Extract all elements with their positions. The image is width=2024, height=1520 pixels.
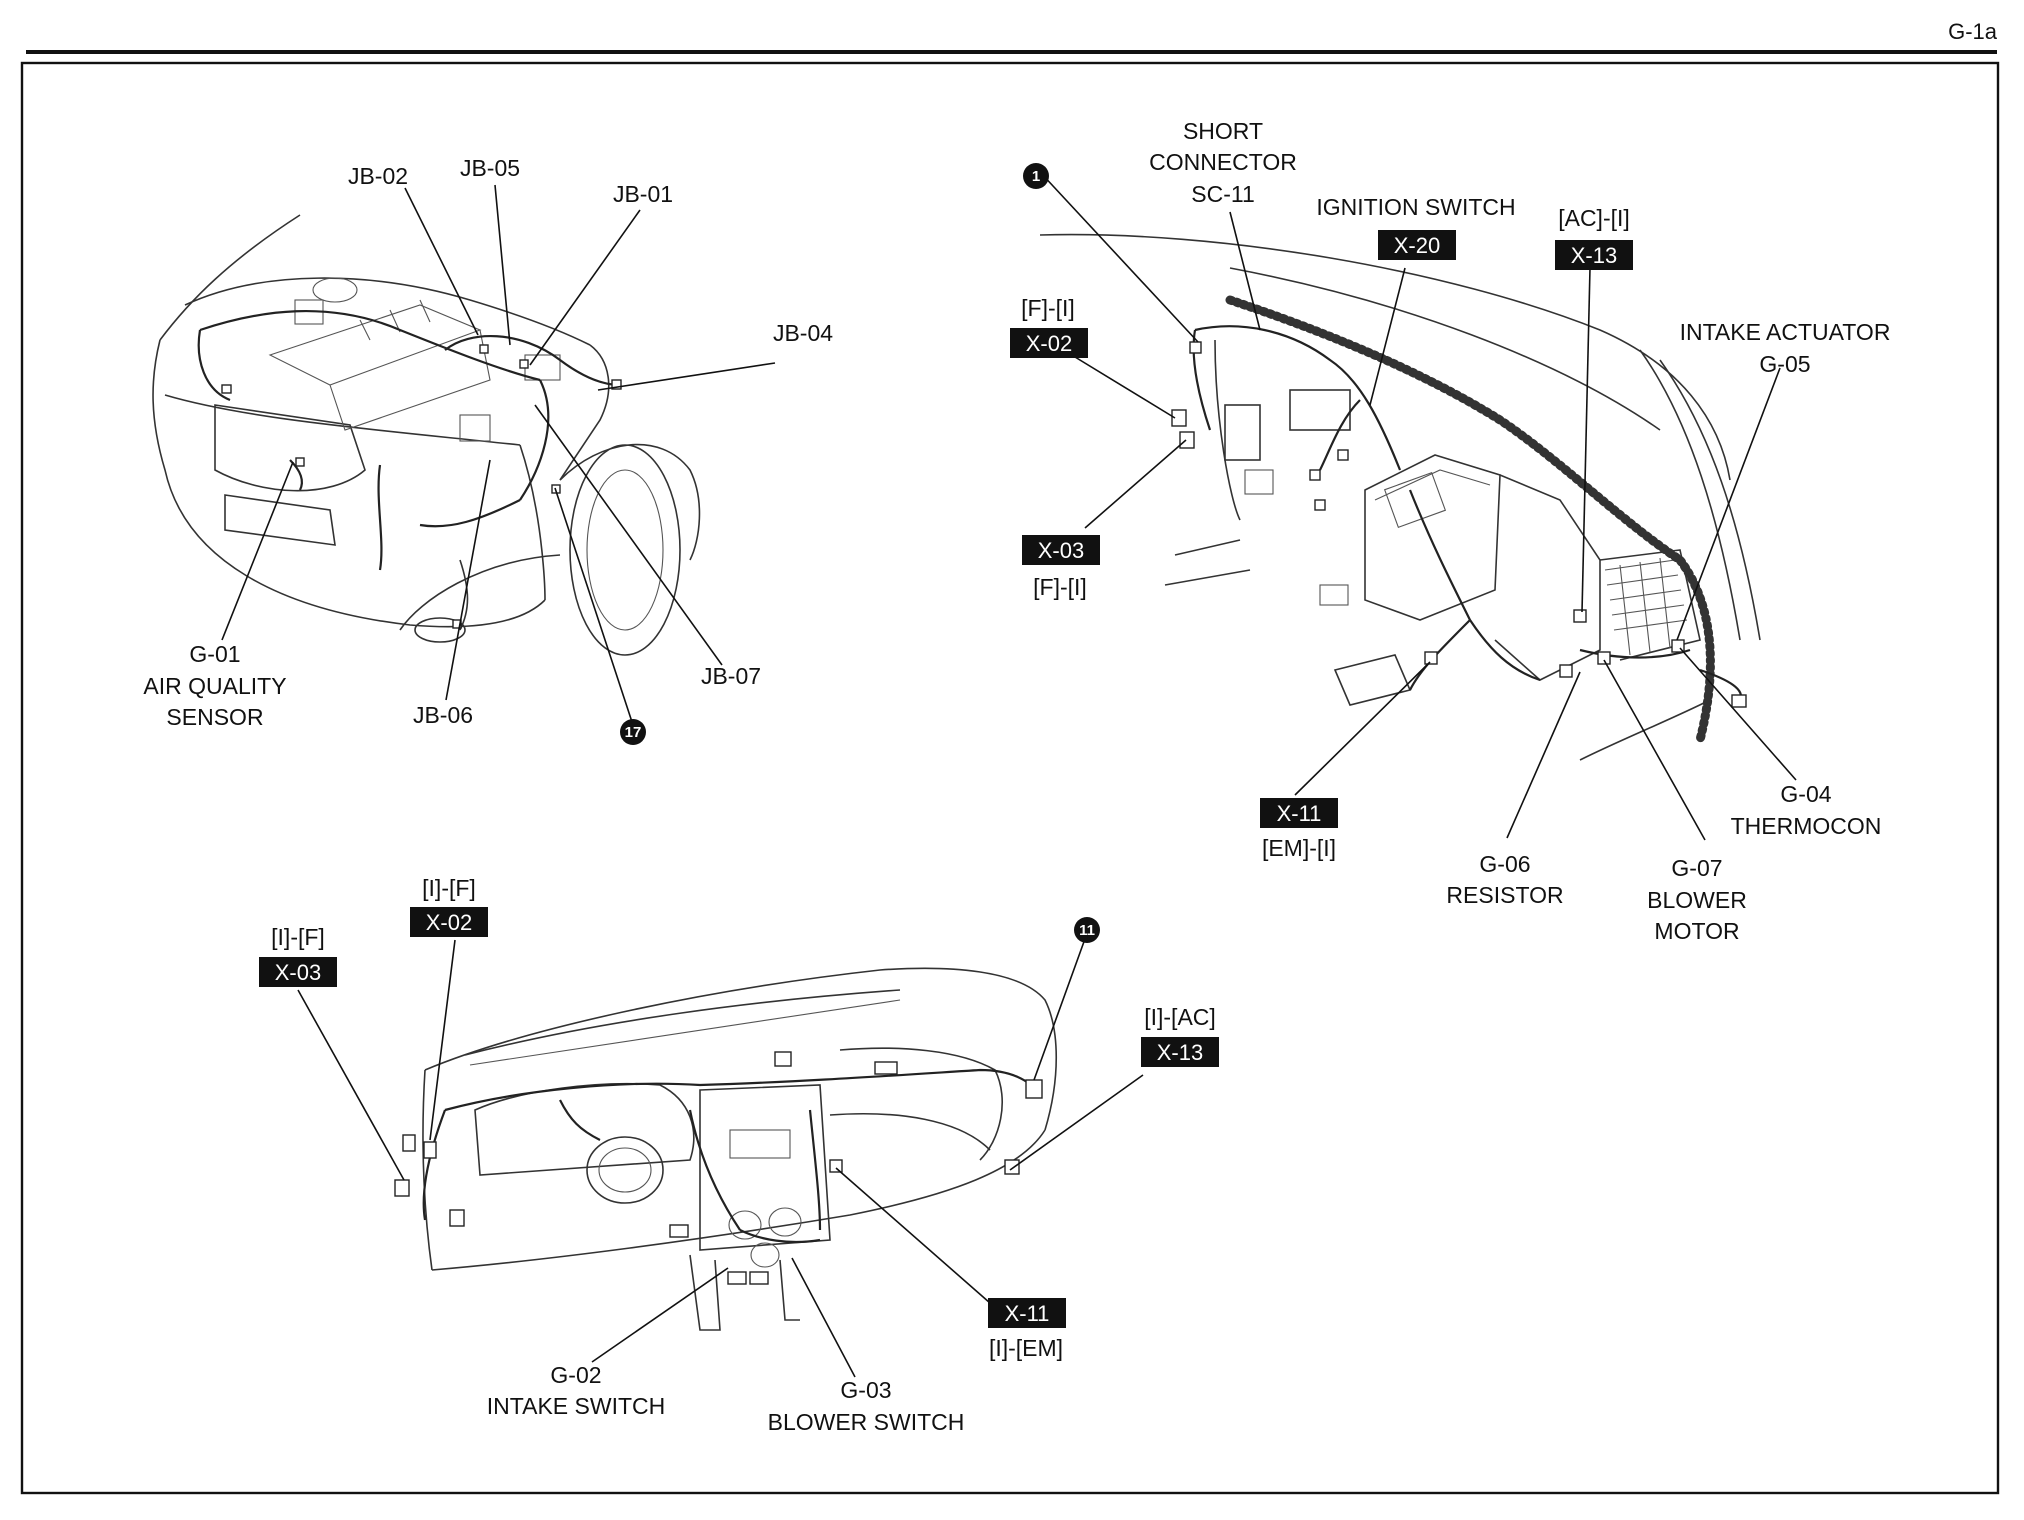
label-f-i-top: [F]-[I]: [1021, 295, 1075, 321]
svg-text:X-02: X-02: [1026, 331, 1072, 356]
label-jb-05: JB-05: [460, 155, 520, 181]
label-em-i: [EM]-[I]: [1262, 835, 1336, 861]
label-jb-06: JB-06: [413, 702, 473, 728]
label-g-01-name-line1: AIR QUALITY: [143, 673, 286, 699]
diagram-frame: [20, 61, 2000, 1495]
label-jb-07: JB-07: [701, 663, 761, 689]
label-g-01-code: G-01: [189, 641, 240, 667]
label-g-07-name-line1: BLOWER: [1647, 887, 1747, 913]
label-jb-01: JB-01: [613, 181, 673, 207]
label-g-07-name-line2: MOTOR: [1654, 918, 1739, 944]
label-ignition-switch: IGNITION SWITCH: [1316, 194, 1515, 220]
hvac-leader-lines: [1039, 171, 1797, 841]
label-ac-i: [AC]-[I]: [1558, 205, 1630, 231]
label-f-i-bottom: [F]-[I]: [1033, 574, 1087, 600]
tag-x-03-dash: X-03: [259, 957, 337, 987]
svg-text:X-02: X-02: [426, 910, 472, 935]
label-intake-actuator-code: G-05: [1759, 351, 1810, 377]
label-g-06-code: G-06: [1479, 851, 1530, 877]
svg-text:X-20: X-20: [1394, 233, 1440, 258]
label-jb-04: JB-04: [773, 320, 833, 346]
label-intake-actuator: INTAKE ACTUATOR: [1680, 319, 1891, 345]
tag-x-20: X-20: [1378, 230, 1456, 260]
svg-text:X-03: X-03: [275, 960, 321, 985]
hvac-labels: 1 SHORT CONNECTOR SC-11 IGNITION SWITCH …: [1010, 118, 1890, 944]
tag-x-13-dash: X-13: [1141, 1037, 1219, 1067]
tag-x-11-hvac: X-11: [1260, 798, 1338, 828]
tag-x-11-dash: X-11: [988, 1298, 1066, 1328]
label-short-connector-line2: CONNECTOR: [1149, 149, 1297, 175]
tag-x-03-hvac: X-03: [1022, 535, 1100, 565]
label-g-01-name-line2: SENSOR: [166, 704, 263, 730]
label-g-07-code: G-07: [1671, 855, 1722, 881]
label-g-02-code: G-02: [550, 1362, 601, 1388]
tag-x-02-dash: X-02: [410, 907, 488, 937]
tag-x-13-hvac: X-13: [1555, 240, 1633, 270]
svg-text:1: 1: [1032, 168, 1040, 185]
svg-text:X-13: X-13: [1571, 243, 1617, 268]
badge-1: 1: [1023, 163, 1049, 189]
label-short-connector-code: SC-11: [1191, 181, 1255, 207]
label-g-04-name: THERMOCON: [1731, 813, 1882, 839]
dashboard-leader-lines: [297, 924, 1144, 1378]
engine-bay-leader-lines: [221, 184, 776, 726]
svg-text:17: 17: [625, 724, 642, 741]
label-g-06-name: RESISTOR: [1446, 882, 1563, 908]
svg-text:X-11: X-11: [1277, 801, 1322, 826]
label-i-f-left: [I]-[F]: [271, 924, 325, 950]
svg-text:11: 11: [1079, 922, 1095, 939]
engine-bay-illustration: [152, 214, 701, 656]
label-i-ac: [I]-[AC]: [1144, 1004, 1216, 1030]
label-short-connector-line1: SHORT: [1183, 118, 1263, 144]
dashboard-illustration: [394, 967, 1058, 1331]
svg-text:X-03: X-03: [1038, 538, 1084, 563]
label-g-03-code: G-03: [840, 1377, 891, 1403]
label-jb-02: JB-02: [348, 163, 408, 189]
svg-text:X-11: X-11: [1005, 1301, 1050, 1326]
dashboard-labels: [I]-[F] X-03 [I]-[F] X-02 11 [I]-[AC] X-…: [259, 875, 1219, 1435]
page-number: G-1a: [1948, 19, 1998, 44]
svg-text:X-13: X-13: [1157, 1040, 1203, 1065]
badge-11: 11: [1074, 917, 1100, 943]
label-g-03-name: BLOWER SWITCH: [768, 1409, 965, 1435]
label-i-em: [I]-[EM]: [989, 1335, 1063, 1361]
badge-17: 17: [620, 719, 646, 745]
engine-bay-labels: JB-02 JB-05 JB-01 JB-04 JB-07 JB-06 G-01…: [143, 155, 833, 745]
label-i-f-mid: [I]-[F]: [422, 875, 476, 901]
hvac-unit-illustration: [1039, 233, 1761, 761]
tag-x-02-hvac: X-02: [1010, 328, 1088, 358]
label-g-04-code: G-04: [1780, 781, 1831, 807]
label-g-02-name: INTAKE SWITCH: [487, 1393, 665, 1419]
